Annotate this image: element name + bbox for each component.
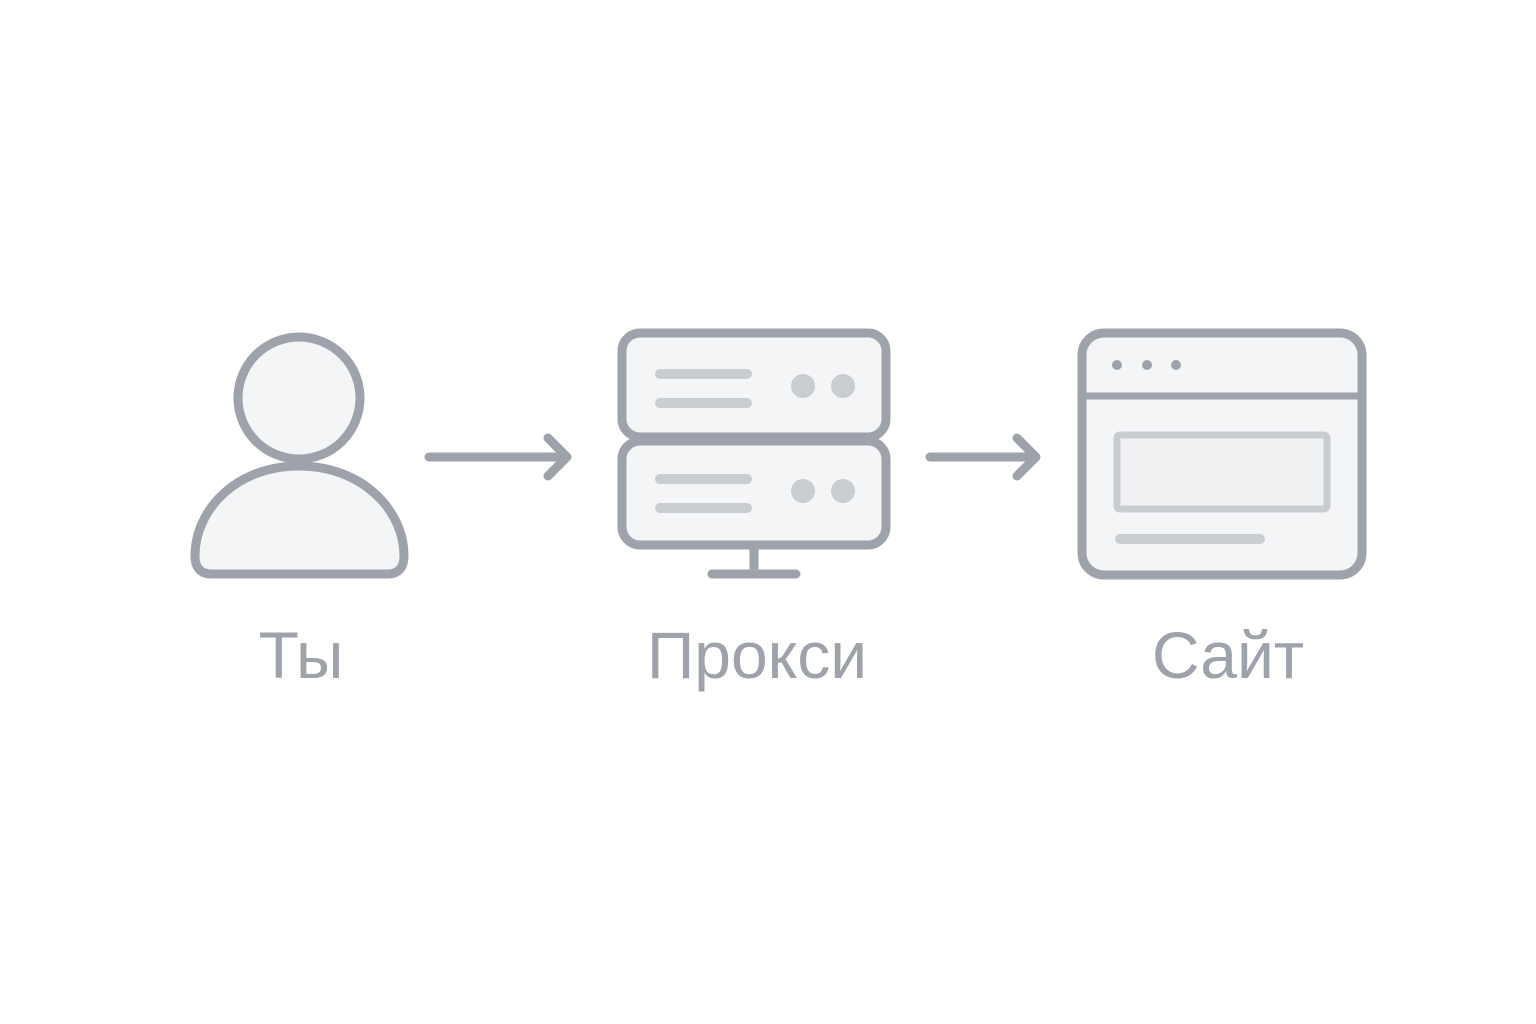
node-label-user: Ты xyxy=(259,618,344,692)
arrow-right-icon xyxy=(424,433,572,481)
node-user: Ты xyxy=(190,332,409,692)
server-icon xyxy=(617,328,891,579)
node-label-proxy: Прокси xyxy=(647,618,867,692)
arrow-right-icon xyxy=(925,433,1041,481)
user-icon xyxy=(190,332,409,579)
node-proxy: Прокси xyxy=(617,328,891,692)
browser-window-icon xyxy=(1077,328,1367,580)
node-label-site: Сайт xyxy=(1152,618,1304,692)
node-site: Сайт xyxy=(1077,328,1367,692)
arrow-proxy-to-site xyxy=(925,433,1041,481)
arrow-user-to-proxy xyxy=(424,433,572,481)
